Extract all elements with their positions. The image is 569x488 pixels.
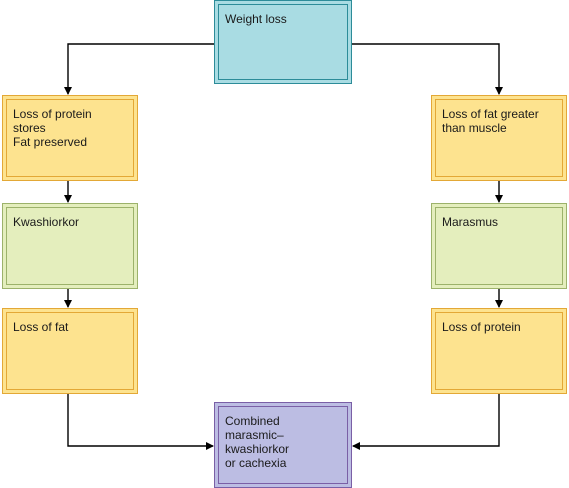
node-loss-of-protein-stores-label: Loss of protein stores Fat preserved <box>6 99 134 177</box>
node-marasmus-label: Marasmus <box>435 207 563 285</box>
arrow-weight-loss-to-left <box>64 43 214 95</box>
node-loss-of-protein-label: Loss of protein <box>435 312 563 390</box>
node-combined-marasmic-kwashiorkor-label: Combined marasmic– kwashiorkor or cachex… <box>218 406 348 484</box>
node-weight-loss: Weight loss <box>214 0 352 84</box>
node-combined-marasmic-kwashiorkor: Combined marasmic– kwashiorkor or cachex… <box>214 402 352 488</box>
node-loss-of-fat-greater-than-muscle-label: Loss of fat greater than muscle <box>435 99 563 177</box>
node-marasmus: Marasmus <box>431 203 567 289</box>
arrow-weight-loss-to-right <box>352 43 503 95</box>
node-loss-of-fat: Loss of fat <box>2 308 138 394</box>
node-loss-of-protein-stores: Loss of protein stores Fat preserved <box>2 95 138 181</box>
node-kwashiorkor-label: Kwashiorkor <box>6 207 134 285</box>
node-weight-loss-label: Weight loss <box>218 4 348 80</box>
arrow-loss-of-fat-to-combined <box>67 394 214 450</box>
node-loss-of-fat-label: Loss of fat <box>6 312 134 390</box>
node-kwashiorkor: Kwashiorkor <box>2 203 138 289</box>
node-loss-of-protein: Loss of protein <box>431 308 567 394</box>
node-loss-of-fat-greater-than-muscle: Loss of fat greater than muscle <box>431 95 567 181</box>
arrow-loss-of-protein-to-combined <box>352 394 500 450</box>
